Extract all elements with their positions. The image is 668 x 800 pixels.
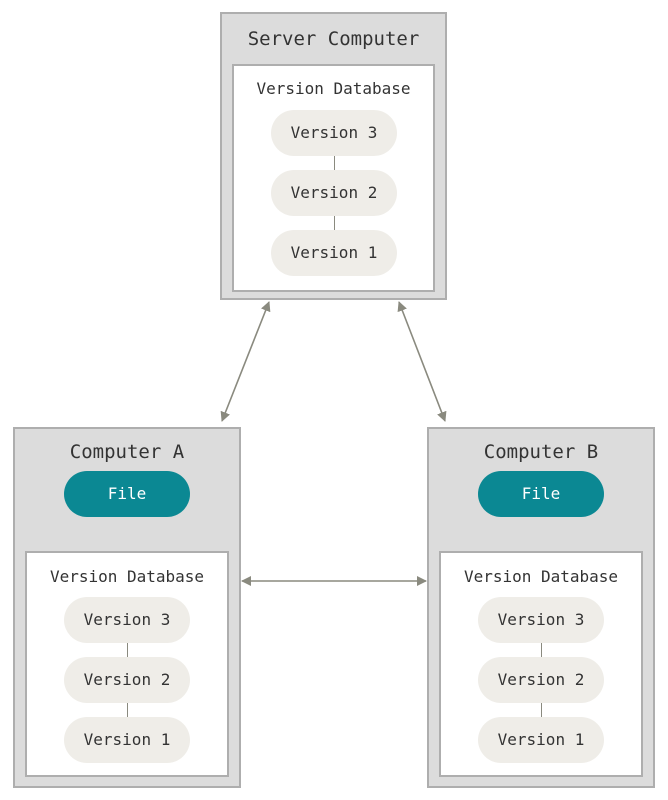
computer-b-db-title: Version Database xyxy=(463,567,619,586)
server-connector-3-2 xyxy=(334,156,335,170)
computer-a-file: File xyxy=(64,471,190,517)
computer-a-version-3: Version 3 xyxy=(64,597,190,643)
arrow-server-computer-b xyxy=(397,301,447,422)
computer-b-version-3: Version 3 xyxy=(478,597,604,643)
server-version-database: Version Database Version 3 Version 2 Ver… xyxy=(232,64,435,292)
computer-a-version-2: Version 2 xyxy=(64,657,190,703)
computer-b-version-2: Version 2 xyxy=(478,657,604,703)
server-version-3: Version 3 xyxy=(271,110,397,156)
server-version-1: Version 1 xyxy=(271,230,397,276)
computer-b-version-1: Version 1 xyxy=(478,717,604,763)
computer-a-title: Computer A xyxy=(69,441,185,463)
computer-b-version-database: Version Database Version 3 Version 2 Ver… xyxy=(439,551,643,777)
server-computer-title: Server Computer xyxy=(247,28,420,50)
computer-a-version-database: Version Database Version 3 Version 2 Ver… xyxy=(25,551,229,777)
computer-a-box: Computer A File Version Database Version… xyxy=(13,427,241,788)
computer-b-file: File xyxy=(478,471,604,517)
computer-a-db-title: Version Database xyxy=(49,567,205,586)
computer-b-connector-2-1 xyxy=(541,703,542,717)
computer-a-connector-3-2 xyxy=(127,643,128,657)
computer-a-connector-2-1 xyxy=(127,703,128,717)
computer-b-box: Computer B File Version Database Version… xyxy=(427,427,655,788)
server-computer-box: Server Computer Version Database Version… xyxy=(220,12,447,300)
arrow-server-computer-a xyxy=(220,301,271,422)
server-version-2: Version 2 xyxy=(271,170,397,216)
computer-a-version-1: Version 1 xyxy=(64,717,190,763)
server-connector-2-1 xyxy=(334,216,335,230)
computer-b-title: Computer B xyxy=(483,441,599,463)
computer-b-connector-3-2 xyxy=(541,643,542,657)
server-db-title: Version Database xyxy=(256,79,411,98)
